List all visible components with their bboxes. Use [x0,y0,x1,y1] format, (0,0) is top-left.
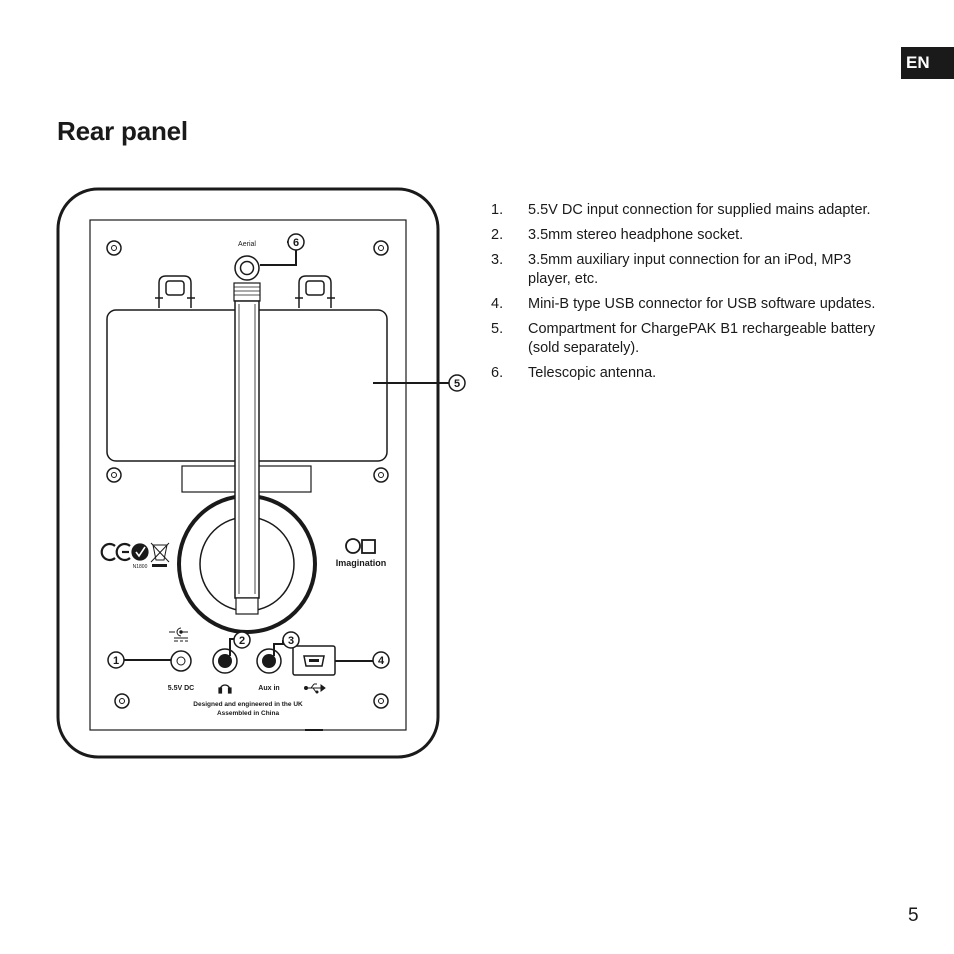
compliance-marks-icon [100,542,149,562]
page-title: Rear panel [57,116,188,146]
callout-4 [372,651,390,669]
dc-polarity-icon [169,627,188,642]
dc-input-port [170,650,192,672]
parts-list: 1.5.5V DC input connection for supplied … [491,201,891,389]
svg-text:Imagination: Imagination [336,558,387,568]
antenna-mount-icon [234,255,260,281]
list-item: 2.3.5mm stereo headphone socket. [491,227,744,243]
callout-1 [107,651,125,669]
page-number: 5 [908,905,919,926]
aux-port-label: Aux in [258,685,279,692]
list-item: 1.5.5V DC input connection for supplied … [491,202,871,218]
screw-icon [106,240,389,709]
list-item: 6.Telescopic antenna. [491,365,657,381]
brand-logo: Imagination [336,538,387,568]
headphone-icon [218,684,232,694]
footer-designed-line: Designed and engineered in the UK [193,701,303,708]
callout-6 [287,233,305,251]
svg-text:3: 3 [288,635,294,647]
compliance-code: N1800 [133,564,148,570]
svg-text:1: 1 [113,655,119,667]
list-item: 3.3.5mm auxiliary input connection for a… [491,252,852,287]
callout-2 [233,631,251,649]
list-item: 5.Compartment for ChargePAK B1 rechargea… [491,321,876,356]
svg-text:2: 2 [239,635,245,647]
callout-3 [282,631,300,649]
list-item: 4.Mini-B type USB connector for USB soft… [491,296,876,312]
svg-text:6: 6 [293,237,299,249]
telescopic-antenna [233,282,261,615]
battery-clip-icon [155,275,335,308]
weee-bin-icon [150,542,170,567]
dc-port-label: 5.5V DC [168,685,194,692]
aerial-label: Aerial [238,241,256,248]
svg-text:5: 5 [454,378,460,390]
footer-assembled-line: Assembled in China [217,710,280,717]
usb-mini-b-port [292,645,336,676]
callout-markers: 1 2 3 4 5 6 [107,233,466,669]
language-tab: EN [901,47,954,79]
rear-panel-diagram: Aerial N1800 Imagination [56,187,466,759]
svg-text:4: 4 [378,655,385,667]
callout-5 [448,374,466,392]
usb-icon [304,683,326,694]
aux-input-socket [256,648,282,674]
headphone-socket [212,648,238,674]
